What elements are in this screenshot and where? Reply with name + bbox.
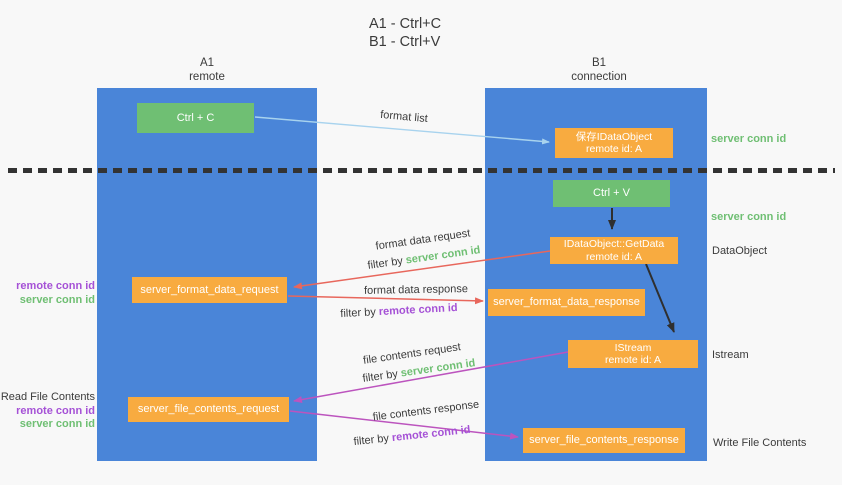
node-ctrl-v-label: Ctrl + V	[593, 187, 630, 199]
node-format-response-label: server_format_data_response	[493, 296, 640, 308]
node-istream: IStream remote id: A	[568, 340, 698, 368]
side-label-istream: Istream	[712, 349, 749, 361]
left-server-conn-id-1: server conn id	[19, 293, 95, 306]
server-conn-id-text: server conn id	[404, 244, 482, 267]
phase-divider-dotted-line	[8, 168, 835, 173]
lifeline-header-b1: B1 connection	[539, 56, 659, 84]
left-read-file-contents: Read File Contents	[0, 391, 95, 403]
left-label-block-format: remote conn id server conn id	[0, 280, 95, 307]
lifeline-b1-role: connection	[571, 71, 627, 83]
remote-conn-id-text: remote conn id	[378, 301, 458, 319]
node-idataobject-getdata: IDataObject::GetData remote id: A	[550, 237, 678, 264]
filter-by-text: filter by	[340, 306, 380, 321]
node-server-file-contents-request: server_file_contents_request	[128, 397, 289, 422]
node-server-format-data-response: server_format_data_response	[488, 289, 645, 316]
node-server-format-data-request: server_format_data_request	[132, 277, 287, 303]
side-label-server-conn-id-mid: server conn id	[711, 211, 787, 223]
label-format-data-response: format data response	[363, 283, 469, 297]
remote-conn-id-text: remote conn id	[391, 423, 471, 445]
node-server-file-contents-response: server_file_contents_response	[523, 428, 685, 453]
node-ctrl-c: Ctrl + C	[137, 103, 254, 133]
label-filter-remote-conn-id-2: filter by remote conn id	[353, 424, 471, 448]
title-line-2: B1 - Ctrl+V	[369, 34, 441, 50]
node-istream-line2: remote id: A	[604, 354, 662, 366]
left-remote-conn-id-2: remote conn id	[16, 404, 95, 417]
left-server-conn-id-2: server conn id	[19, 418, 95, 430]
side-label-dataobject: DataObject	[712, 245, 768, 257]
label-filter-remote-conn-id-1: filter by remote conn id	[340, 302, 458, 320]
lifeline-header-a1: A1 remote	[147, 56, 267, 84]
node-getdata-line2: remote id: A	[585, 250, 643, 263]
node-save-idataobject-line1: 保存IDataObject	[575, 130, 653, 143]
node-save-idataobject: 保存IDataObject remote id: A	[555, 128, 673, 158]
filter-by-text: filter by	[366, 254, 407, 272]
filter-by-text: filter by	[353, 432, 393, 449]
filter-by-text: filter by	[361, 367, 402, 385]
lifeline-a1-role: remote	[189, 71, 225, 83]
side-label-write-file-contents: Write File Contents	[713, 437, 807, 449]
label-format-list: format list	[379, 108, 429, 126]
lifeline-b1-name: B1	[591, 57, 607, 69]
node-file-request-label: server_file_contents_request	[137, 403, 280, 415]
node-format-request-label: server_format_data_request	[140, 283, 279, 296]
node-ctrl-c-label: Ctrl + C	[176, 111, 215, 124]
diagram-title: A1 - Ctrl+C B1 - Ctrl+V	[369, 15, 441, 51]
node-ctrl-v: Ctrl + V	[553, 180, 670, 207]
node-save-idataobject-line2: remote id: A	[585, 143, 643, 155]
node-getdata-line1: IDataObject::GetData	[563, 238, 665, 250]
lifeline-a1-name: A1	[199, 57, 215, 69]
title-line-1: A1 - Ctrl+C	[369, 16, 442, 32]
server-conn-id-text: server conn id	[399, 357, 477, 380]
node-istream-line1: IStream	[614, 341, 652, 354]
node-file-response-label: server_file_contents_response	[529, 434, 679, 446]
side-label-server-conn-id-top: server conn id	[711, 133, 787, 145]
label-file-contents-response: file contents response	[372, 398, 480, 424]
left-remote-conn-id-1: remote conn id	[16, 280, 95, 292]
left-label-block-file: Read File Contents remote conn id server…	[0, 391, 95, 432]
arrow-format-data-response	[287, 295, 484, 305]
